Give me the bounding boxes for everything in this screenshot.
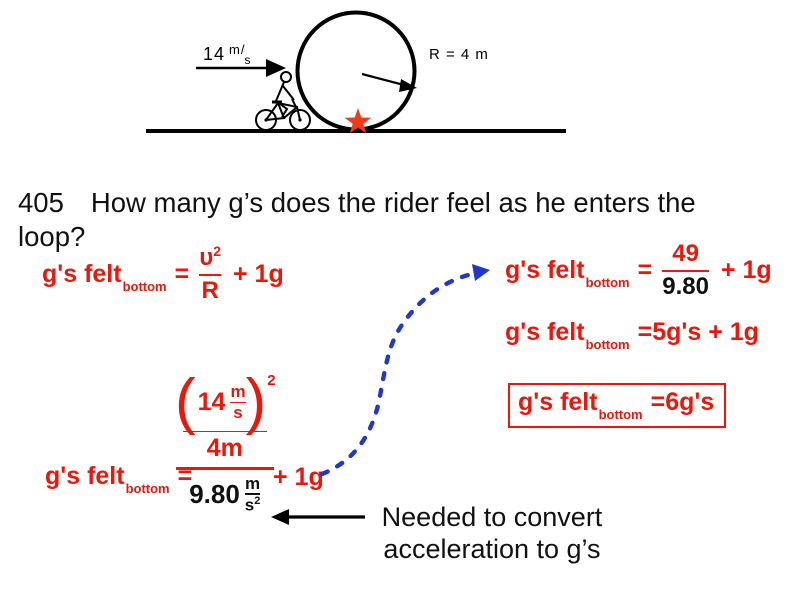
main-fraction-bar	[175, 466, 274, 470]
entry-point-star	[344, 108, 372, 134]
speed-unit-denominator: s	[244, 53, 252, 67]
equals-sign: =	[174, 259, 190, 288]
exponent: 2	[267, 371, 276, 389]
radius-label: R = 4 m	[429, 46, 489, 63]
question-line-2: loop?	[18, 221, 86, 252]
equals-sign: =	[637, 318, 653, 346]
fraction-49-over-980: 49 9.80	[662, 240, 709, 300]
speed-unit-numerator: m/	[229, 42, 246, 57]
annotation-line-1: Needed to convert	[381, 502, 603, 532]
inner-fraction-bar	[182, 430, 267, 433]
cyclist-figure	[255, 71, 311, 131]
equals-sign: =	[650, 388, 666, 416]
close-paren: )	[245, 367, 267, 436]
fraction-v2-over-R: υ2 R	[199, 243, 221, 304]
annotation-text: Needed to convert acceleration to g’s	[341, 501, 643, 565]
open-paren: (	[175, 367, 196, 436]
problem-number: 405	[18, 187, 64, 218]
annotation-line-2: acceleration to g’s	[383, 534, 601, 564]
radius-arrow	[361, 72, 417, 92]
loop-diagram	[146, 10, 566, 134]
speed-value: 14	[203, 44, 226, 64]
loop-circle	[295, 10, 417, 132]
equals-sign: =	[637, 256, 653, 285]
radius-term: 4m	[206, 434, 243, 463]
